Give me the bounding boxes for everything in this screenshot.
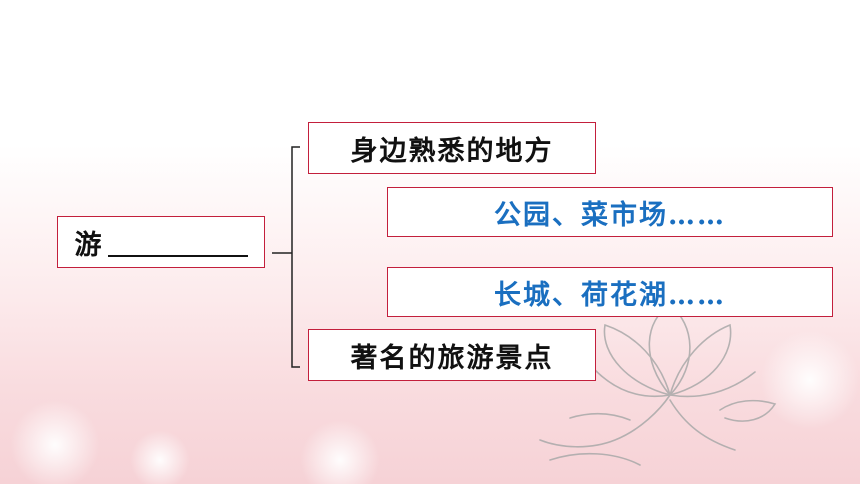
background-glow: [300, 420, 380, 484]
root-node-label: 游: [74, 229, 104, 261]
background-glow: [760, 330, 860, 430]
branch-familiar-places: 身边熟悉的地方: [308, 122, 596, 174]
fill-in-blank-line[interactable]: [107, 227, 248, 257]
example-familiar-label: 公园、菜市场……: [494, 199, 726, 231]
diagram-bracket: [272, 146, 300, 368]
example-familiar-places: 公园、菜市场……: [387, 187, 833, 237]
root-node-you: 游: [57, 216, 265, 268]
background-glow: [10, 400, 100, 484]
background-glow: [130, 430, 190, 484]
branch-scenic-spots: 著名的旅游景点: [308, 329, 596, 381]
branch-familiar-label: 身边熟悉的地方: [350, 135, 554, 167]
example-scenic-spots: 长城、荷花湖……: [387, 267, 833, 317]
lotus-sketch-icon: [539, 304, 777, 466]
branch-scenic-label: 著名的旅游景点: [350, 342, 554, 374]
example-scenic-label: 长城、荷花湖……: [494, 279, 726, 311]
